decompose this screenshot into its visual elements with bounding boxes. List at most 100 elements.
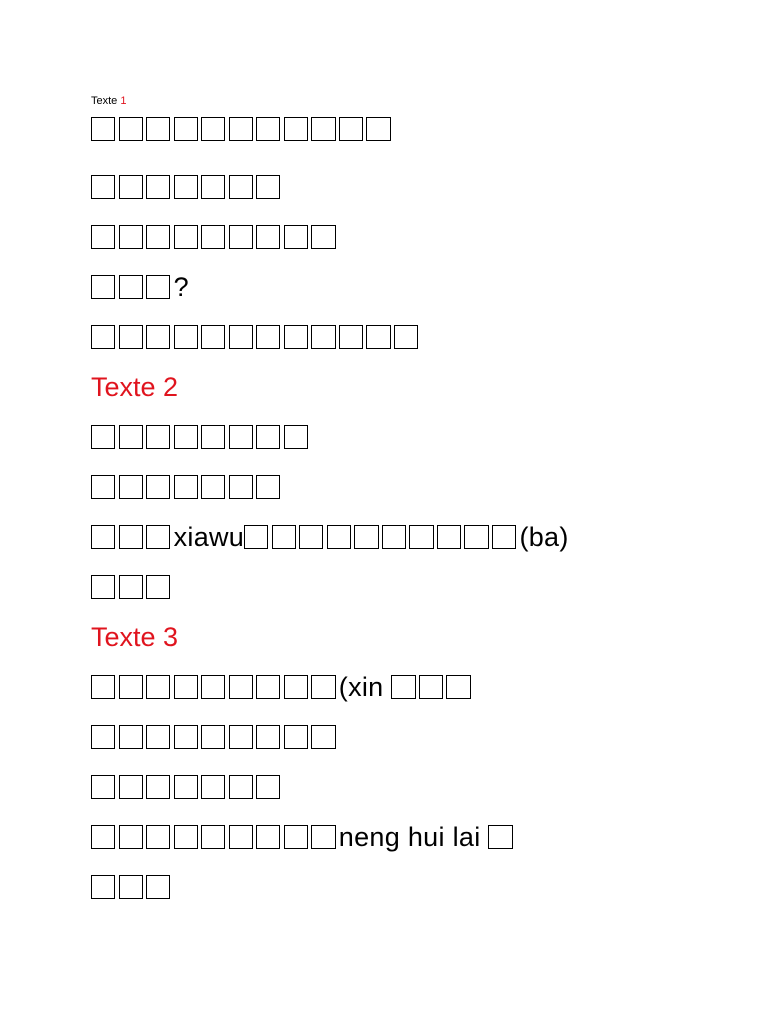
missing-glyph-box (118, 174, 143, 200)
missing-glyph-box (91, 824, 116, 850)
missing-glyph-box (173, 224, 198, 250)
text1-line (91, 312, 731, 362)
missing-glyph-box (146, 774, 171, 800)
missing-glyph-box (409, 524, 434, 550)
missing-glyph-box (256, 474, 281, 500)
text1-line (91, 112, 731, 146)
missing-glyph-box (393, 324, 419, 350)
text2-line: xiawu(ba) (91, 512, 731, 562)
missing-glyph-box (173, 116, 198, 142)
missing-glyph-box (118, 524, 143, 550)
missing-glyph-box (228, 724, 253, 750)
document-content: Texte 1 ? Texte 2 xiawu(ba) Texte 3 (xin… (91, 94, 731, 912)
missing-glyph-box (91, 324, 116, 350)
missing-glyph-box (173, 174, 198, 200)
missing-glyph-box (283, 116, 309, 142)
missing-glyph-box (464, 524, 489, 550)
missing-glyph-box (228, 474, 253, 500)
missing-glyph-box (118, 224, 143, 250)
missing-glyph-box (91, 574, 116, 600)
text3-line: (xin (91, 662, 731, 712)
missing-glyph-box (201, 824, 226, 850)
missing-glyph-box (173, 724, 198, 750)
missing-glyph-box (488, 824, 513, 850)
missing-glyph-box (201, 674, 226, 700)
missing-glyph-box (228, 174, 253, 200)
missing-glyph-box (173, 824, 198, 850)
missing-glyph-box (118, 324, 143, 350)
missing-glyph-box (228, 824, 253, 850)
text2-line (91, 462, 731, 512)
missing-glyph-box (146, 474, 171, 500)
missing-glyph-box (173, 424, 198, 450)
missing-glyph-box (146, 224, 171, 250)
missing-glyph-box (91, 424, 116, 450)
missing-glyph-box (146, 424, 171, 450)
missing-glyph-box (118, 674, 143, 700)
missing-glyph-box (173, 674, 198, 700)
text1-number: 1 (120, 95, 127, 107)
missing-glyph-box (146, 116, 171, 142)
missing-glyph-box (436, 524, 462, 550)
missing-glyph-box (256, 324, 281, 350)
missing-glyph-box (311, 724, 336, 750)
missing-glyph-box (311, 116, 336, 142)
missing-glyph-box (118, 774, 143, 800)
missing-glyph-box (146, 824, 171, 850)
missing-glyph-box (118, 574, 143, 600)
missing-glyph-box (201, 116, 226, 142)
missing-glyph-box (256, 116, 281, 142)
missing-glyph-box (146, 574, 171, 600)
missing-glyph-box (326, 524, 352, 550)
missing-glyph-box (256, 224, 281, 250)
text3-line (91, 762, 731, 812)
missing-glyph-box (91, 774, 116, 800)
text2-line (91, 562, 731, 612)
missing-glyph-box (228, 116, 253, 142)
missing-glyph-box (283, 224, 309, 250)
missing-glyph-box (256, 174, 281, 200)
missing-glyph-box (146, 524, 171, 550)
missing-glyph-box (146, 674, 171, 700)
text1-label: Texte (91, 95, 118, 107)
missing-glyph-box (283, 724, 309, 750)
missing-glyph-box (256, 674, 281, 700)
text1-line (91, 162, 731, 212)
missing-glyph-box (256, 424, 281, 450)
missing-glyph-box (446, 674, 471, 700)
missing-glyph-box (146, 274, 171, 300)
text2-heading: Texte 2 (91, 372, 179, 402)
missing-glyph-box (91, 116, 116, 142)
missing-glyph-box (283, 824, 309, 850)
missing-glyph-box (338, 116, 364, 142)
missing-glyph-box (271, 524, 296, 550)
missing-glyph-box (311, 324, 336, 350)
missing-glyph-box (491, 524, 517, 550)
missing-glyph-box (228, 224, 253, 250)
missing-glyph-box (228, 674, 253, 700)
missing-glyph-box (311, 824, 336, 850)
missing-glyph-box (91, 224, 116, 250)
missing-glyph-box (173, 774, 198, 800)
missing-glyph-box (91, 174, 116, 200)
missing-glyph-box (366, 116, 391, 142)
missing-glyph-box (338, 324, 364, 350)
missing-glyph-box (91, 874, 116, 900)
missing-glyph-box (201, 174, 226, 200)
missing-glyph-box (283, 424, 309, 450)
missing-glyph-box (173, 324, 198, 350)
missing-glyph-box (118, 874, 143, 900)
text3-heading: Texte 3 (91, 622, 179, 652)
text3-line (91, 712, 731, 762)
missing-glyph-box (118, 274, 143, 300)
missing-glyph-box (201, 474, 226, 500)
missing-glyph-box (354, 524, 379, 550)
text3-line (91, 862, 731, 912)
missing-glyph-box (366, 324, 391, 350)
missing-glyph-box (91, 524, 116, 550)
missing-glyph-box (228, 424, 253, 450)
missing-glyph-box (201, 724, 226, 750)
missing-glyph-box (91, 474, 116, 500)
missing-glyph-box (201, 224, 226, 250)
